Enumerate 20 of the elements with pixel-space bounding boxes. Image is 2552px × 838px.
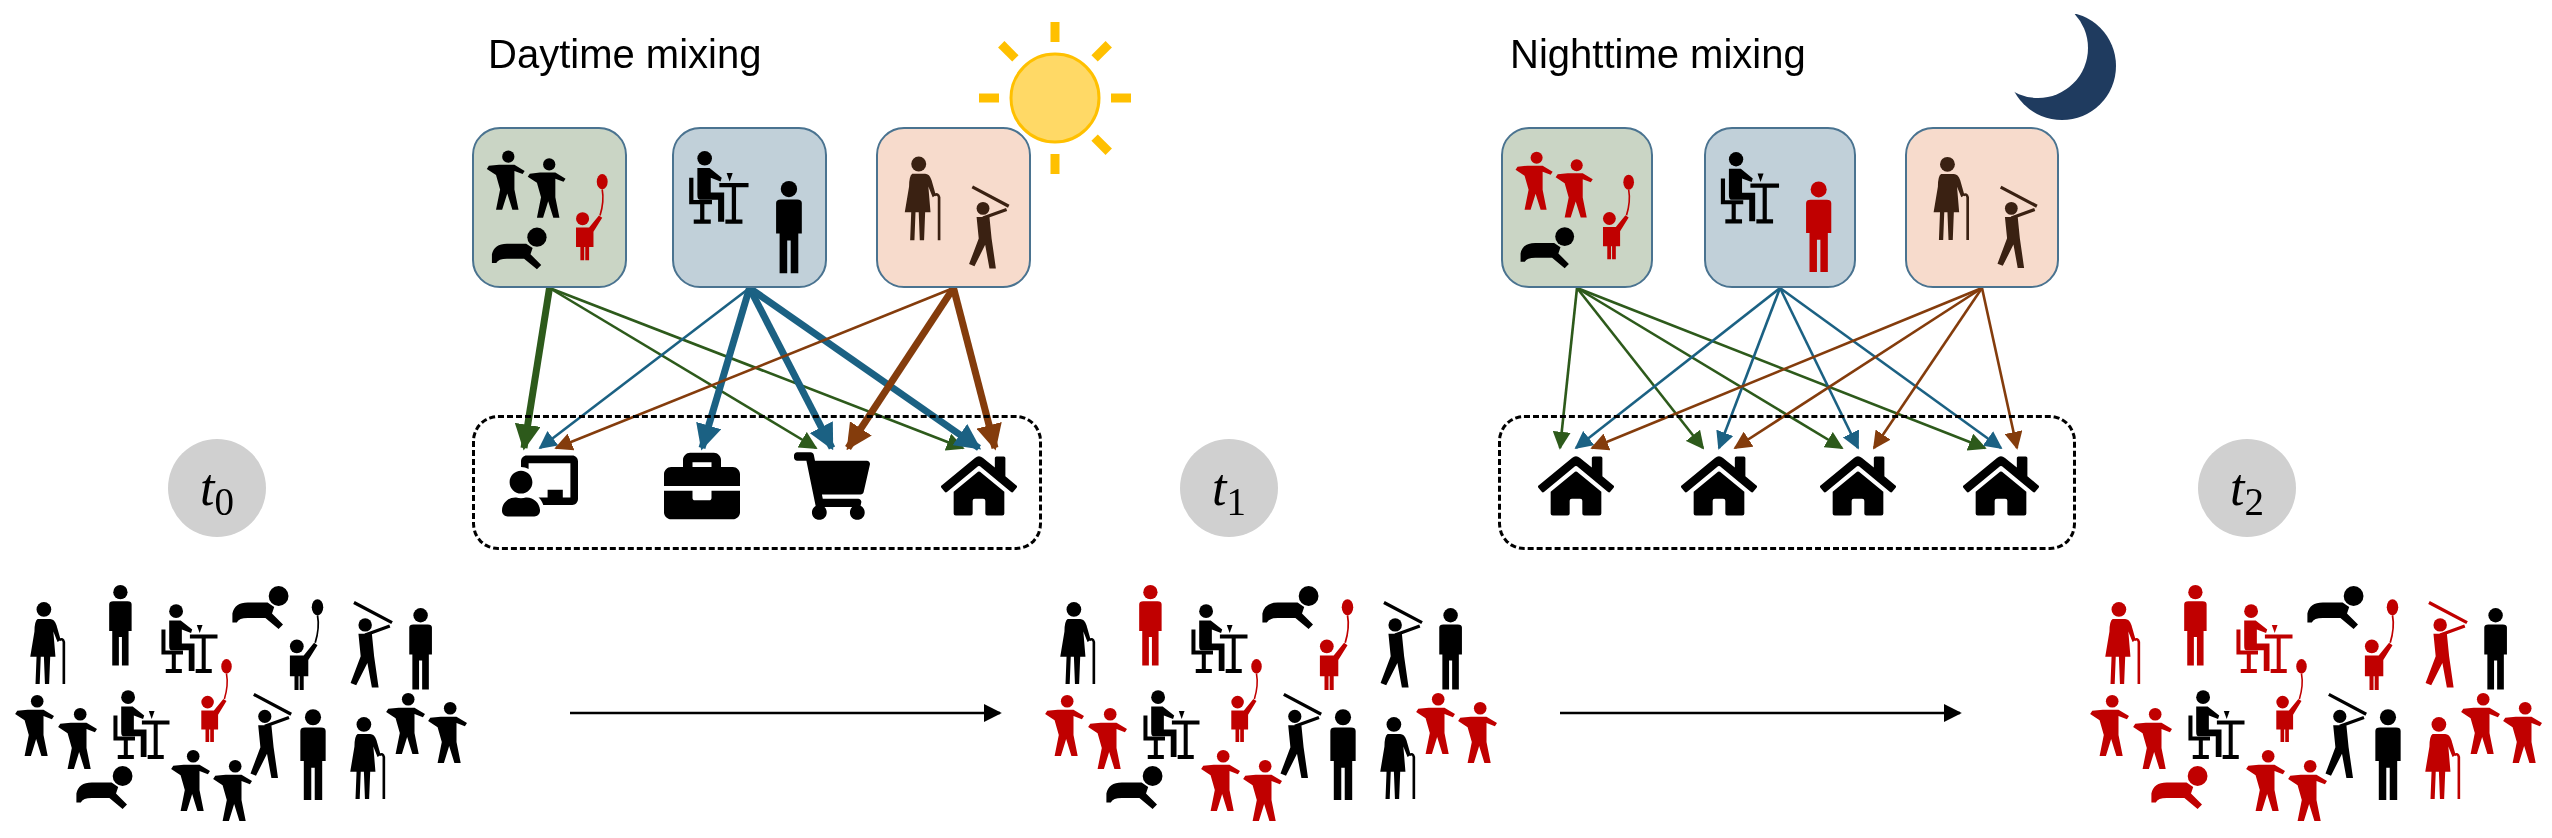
arrow <box>1574 286 1781 450</box>
time-label: t$_{2}$ <box>2230 462 2264 514</box>
arrow <box>570 704 1002 722</box>
arrow <box>696 287 753 451</box>
arrow <box>1552 287 1579 450</box>
arrow <box>1575 287 1705 450</box>
section-heading: Nighttime mixing <box>1510 34 1806 74</box>
arrow <box>1872 287 1984 450</box>
arrow <box>1716 287 1782 450</box>
arrow <box>1778 287 1860 450</box>
dashed-group-frame <box>1498 415 2076 550</box>
arrow <box>950 287 1002 451</box>
arrow <box>514 287 553 451</box>
dashed-group-frame <box>472 415 1042 550</box>
time-label: t$_{0}$ <box>200 462 234 514</box>
section-heading: Daytime mixing <box>488 34 762 74</box>
time-label: t$_{1}$ <box>1212 462 1246 514</box>
arrow <box>1779 286 2003 450</box>
arrow <box>1980 287 2023 450</box>
arrow <box>1560 704 1962 722</box>
